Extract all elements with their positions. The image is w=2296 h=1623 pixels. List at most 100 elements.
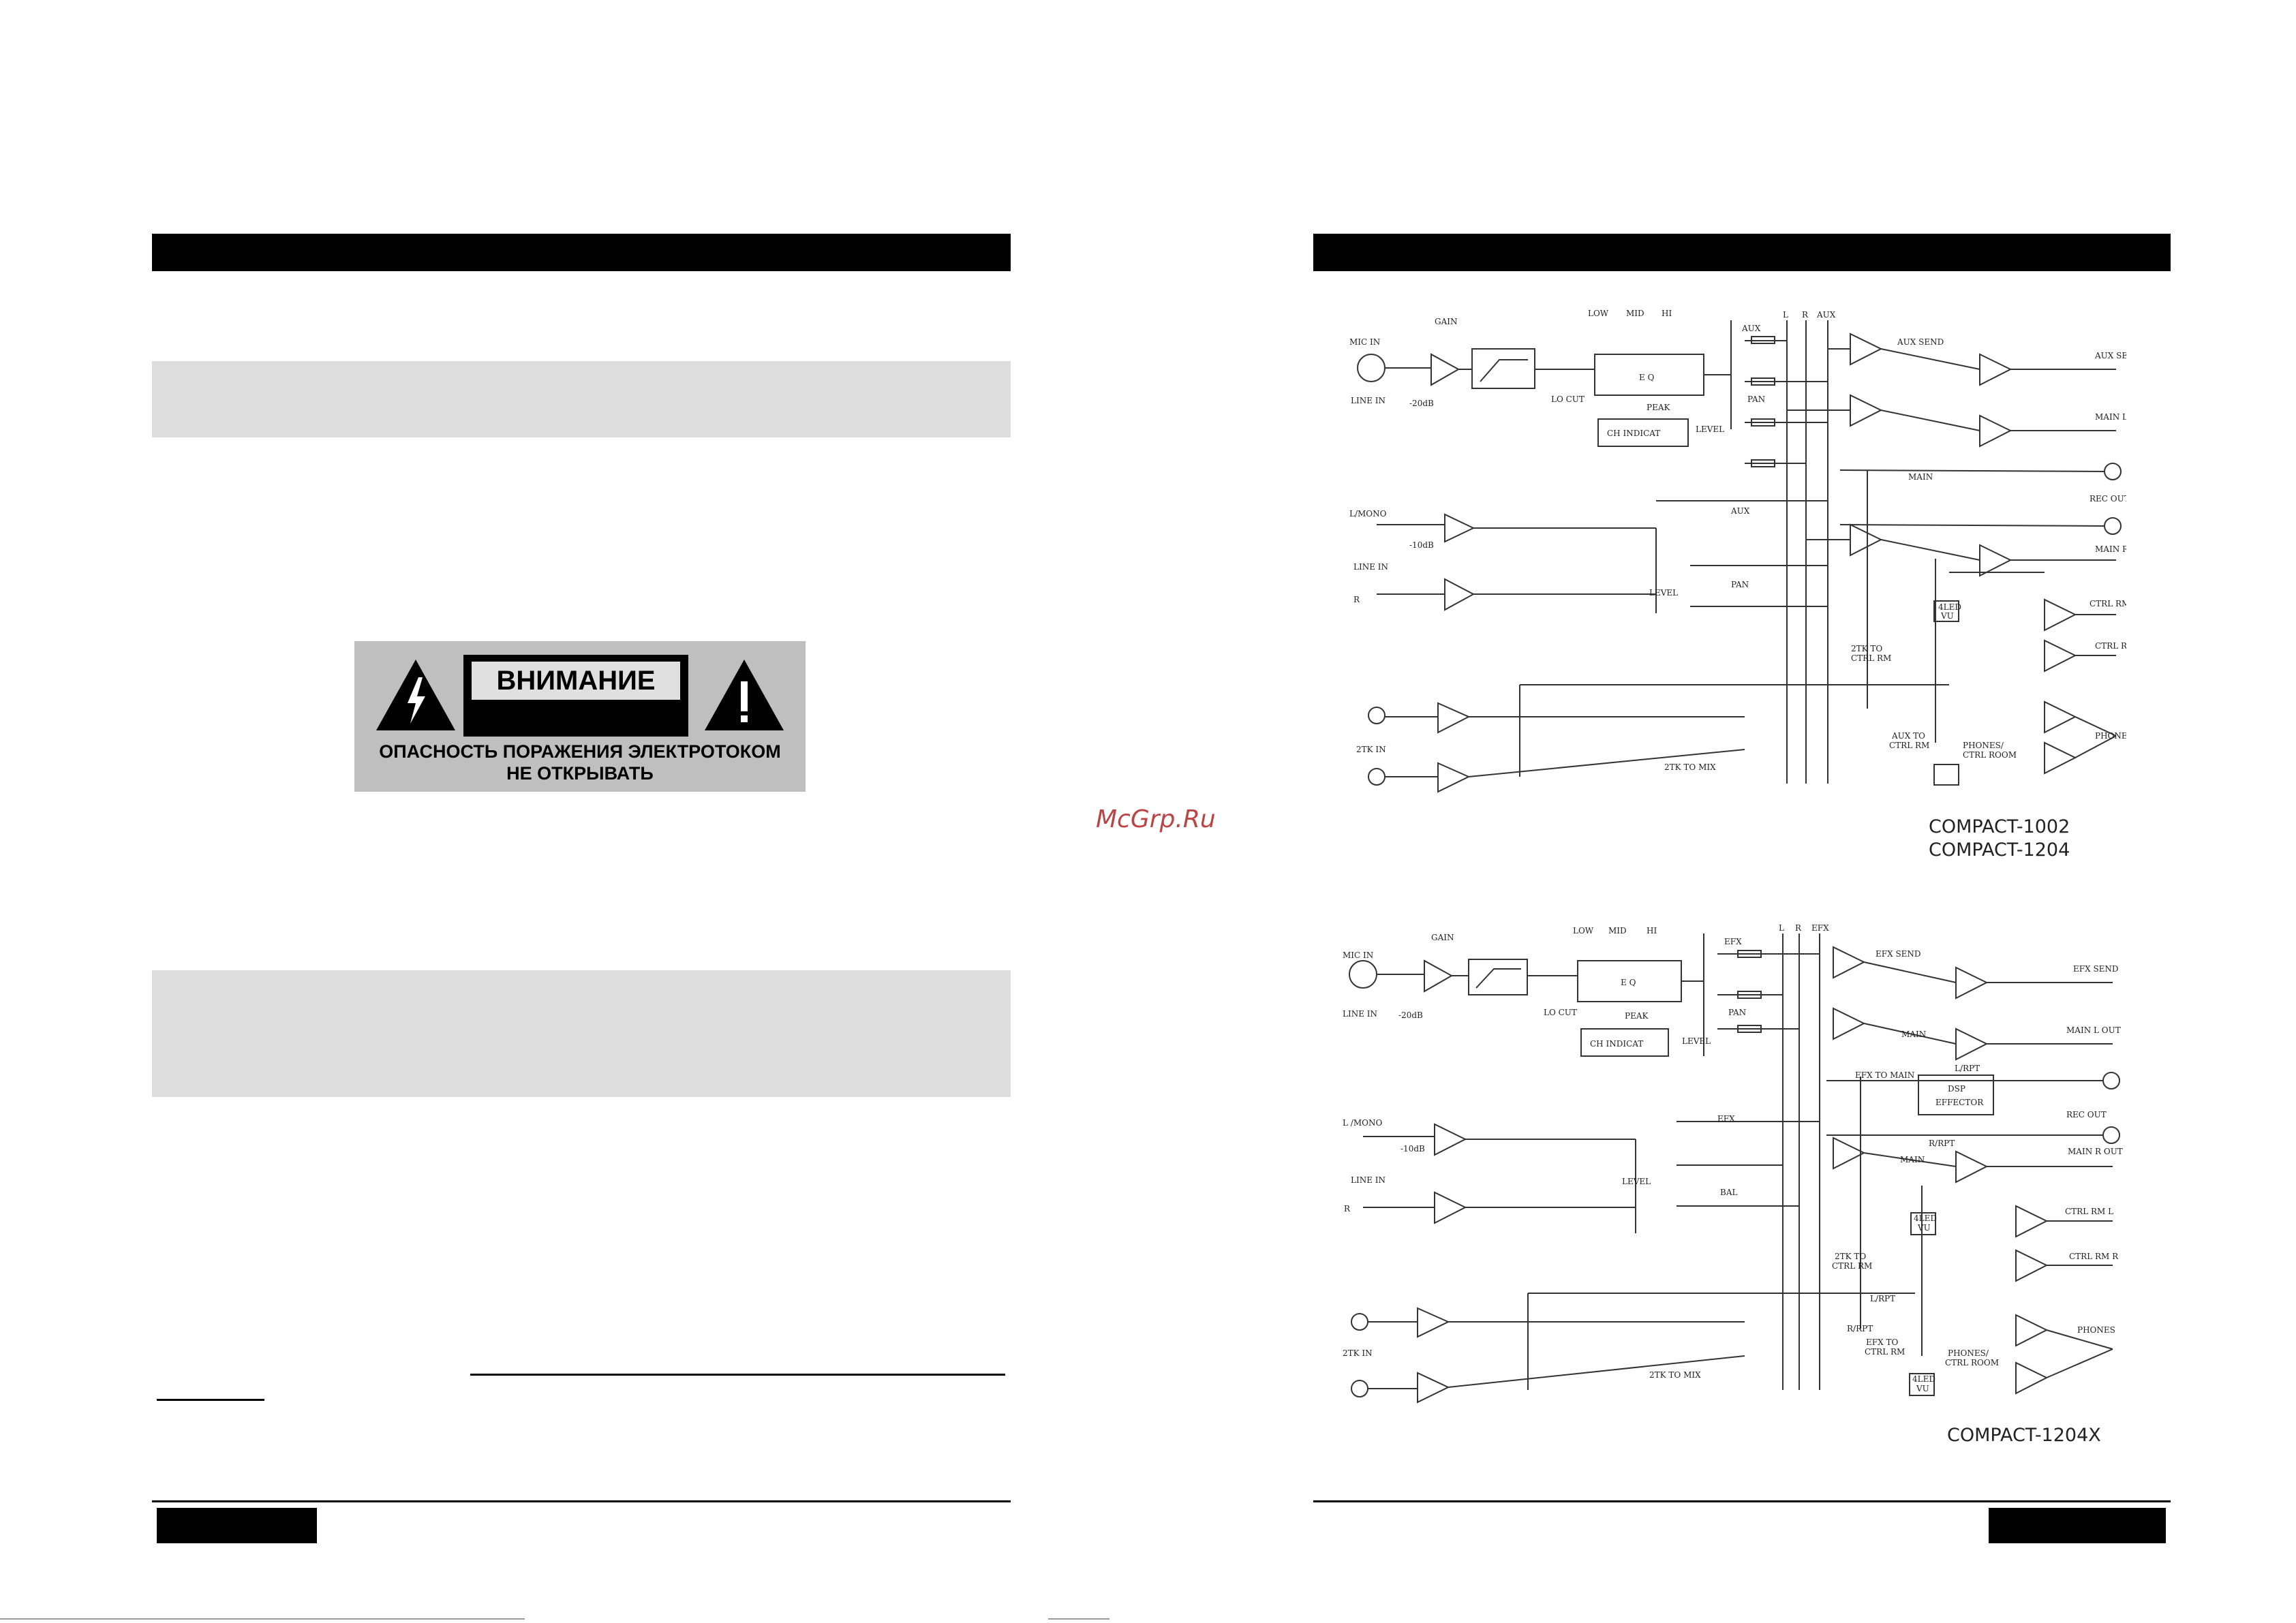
block-diagram-compact-1204x: MIC IN GAIN LINE IN -20dB LOW MID HI E Q…	[1343, 923, 2123, 1404]
d2-eq-label: E Q	[1621, 978, 1636, 987]
d1-lo-cut-label: LO CUT	[1551, 395, 1585, 404]
right-page-header-bar	[1313, 234, 2171, 271]
d2-level-label: LEVEL	[1682, 1036, 1711, 1046]
d2-model-1: COMPACT-1204X	[1947, 1425, 2101, 1446]
d1-rec-out-label: REC OUT	[2090, 494, 2126, 504]
d2-mic-in-label: MIC IN	[1343, 950, 1373, 960]
d2-low-label: LOW	[1573, 926, 1594, 936]
d1-hi-label: HI	[1662, 309, 1672, 318]
d2-r-in-label: R	[1344, 1204, 1351, 1214]
d2-main2-label: MAIN	[1900, 1155, 1925, 1164]
d1-ctrl-rm-label: CTRL RM	[1851, 653, 1891, 663]
d2-r-rpt-label: R/RPT	[1929, 1139, 1955, 1148]
right-footer-rule	[1313, 1500, 2171, 1502]
d1-ctrl-rm-l-label: CTRL RM L	[2090, 599, 2126, 608]
d2-ctrl-room-label: CTRL ROOM	[1945, 1358, 1999, 1367]
d2-efx2-label: EFX	[1717, 1114, 1735, 1124]
d2-ctrl-rm2-label: CTRL RM	[1865, 1347, 1905, 1357]
d1-2tk-to-mix-label: 2TK TO MIX	[1664, 762, 1716, 772]
d1-l-mono-label: L/MONO	[1349, 509, 1387, 519]
d2-vu2-label: VU	[1916, 1384, 1929, 1393]
d2-main-label: MAIN	[1901, 1030, 1926, 1039]
block-diagram-compact-1002-1204: MIC IN GAIN LINE IN -20dB LOW MID HI E Q…	[1349, 309, 2126, 793]
d2-efx-to-main-label: EFX TO MAIN	[1855, 1070, 1914, 1080]
d2-effector-label: EFFECTOR	[1935, 1098, 1984, 1107]
d2-line-in-label: LINE IN	[1343, 1009, 1377, 1019]
d2-4led2-label: 4LED	[1912, 1374, 1935, 1384]
d1-aux-send-label: AUX SEND	[1897, 337, 1944, 347]
d2-l-rpt2-label: L/RPT	[1870, 1294, 1895, 1303]
d2-ch-indicat-label: CH INDICAT	[1590, 1039, 1643, 1049]
d1-ctrl-rm2-label: CTRL RM	[1889, 741, 1929, 750]
d1-pan2-label: PAN	[1731, 580, 1749, 589]
d2-minus10-label: -10dB	[1400, 1144, 1425, 1154]
d1-aux-to-label: AUX TO	[1891, 731, 1925, 741]
warning-title-box: ВНИМАНИЕ	[463, 655, 688, 737]
d2-ctrl-rm-l-label: CTRL RM L	[2065, 1207, 2113, 1216]
d2-efx-send-label: EFX SEND	[1876, 949, 1921, 959]
d2-line-in2-label: LINE IN	[1351, 1175, 1386, 1185]
underline-rule-short	[157, 1399, 264, 1401]
d2-peak-label: PEAK	[1625, 1011, 1649, 1021]
d1-ctrl-rm-r-label: CTRL RM R	[2095, 641, 2126, 651]
left-gray-section-2	[152, 970, 1011, 1097]
d2-main-r-out-label: MAIN R OUT	[2068, 1147, 2123, 1156]
d2-level2-label: LEVEL	[1622, 1177, 1651, 1186]
d1-main-r-out-label: MAIN R OUT	[2095, 544, 2126, 554]
d2-lo-cut-label: LO CUT	[1544, 1008, 1577, 1017]
d1-vu-label: VU	[1940, 611, 1954, 621]
d2-r-label: R	[1795, 923, 1802, 933]
left-footer-rule	[152, 1500, 1011, 1502]
d2-rec-out-label: REC OUT	[2066, 1110, 2107, 1119]
d2-pan-label: PAN	[1728, 1008, 1746, 1017]
d2-efx-to-label: EFX TO	[1866, 1338, 1898, 1347]
d1-eq-label: E Q	[1639, 373, 1655, 382]
warning-line-1: ОПАСНОСТЬ ПОРАЖЕНИЯ ЭЛЕКТРОТОКОМ	[379, 741, 781, 762]
d1-level-label: LEVEL	[1696, 424, 1724, 434]
d1-ch-indicat-label: CH INDICAT	[1607, 429, 1660, 438]
d1-2tk-to-label: 2TK TO	[1851, 644, 1882, 653]
warning-title: ВНИМАНИЕ	[470, 660, 682, 701]
d2-2tk-in-label: 2TK IN	[1343, 1348, 1373, 1358]
d2-2tk-to-label: 2TK TO	[1835, 1252, 1866, 1261]
d1-minus10-label: -10dB	[1409, 540, 1434, 550]
d1-aux-send-out-label: AUX SEND	[2094, 351, 2126, 360]
watermark: McGrp.Ru	[1096, 805, 1216, 833]
d2-l-mono-label: L /MONO	[1343, 1118, 1382, 1128]
d1-aux-bus-label: AUX	[1816, 310, 1836, 320]
d1-gain-label: GAIN	[1435, 317, 1458, 326]
d2-2tk-to-mix-label: 2TK TO MIX	[1649, 1370, 1701, 1380]
d2-hi-label: HI	[1647, 926, 1657, 936]
d1-peak-label: PEAK	[1647, 403, 1671, 412]
right-page-number-box	[1989, 1508, 2166, 1543]
d1-model-1: COMPACT-1002	[1929, 816, 2070, 837]
d2-efx-bus-label: EFX	[1811, 923, 1829, 933]
underline-rule-long	[470, 1374, 1005, 1376]
warning-line-2: НЕ ОТКРЫВАТЬ	[506, 763, 654, 784]
d2-gain-label: GAIN	[1431, 933, 1454, 942]
d1-phones-label: PHONES	[2095, 731, 2126, 741]
d2-l-label: L	[1779, 923, 1784, 933]
d1-2tk-in-label: 2TK IN	[1356, 745, 1386, 754]
lightning-warning-icon	[376, 660, 455, 730]
d1-model-2: COMPACT-1204	[1929, 839, 2070, 861]
d1-aux2-label: AUX	[1730, 506, 1750, 516]
d2-l-rpt-label: L/RPT	[1955, 1064, 1980, 1073]
d2-phones-label: PHONES	[2077, 1325, 2115, 1335]
warning-label: ВНИМАНИЕ ОПАСНОСТЬ ПОРАЖЕНИЯ ЭЛЕКТРОТОКО…	[354, 641, 806, 792]
exclamation-warning-icon	[705, 660, 784, 730]
d1-pad-label: -20dB	[1409, 399, 1434, 408]
d1-line-in-label: LINE IN	[1351, 396, 1386, 405]
d1-aux-label: AUX	[1741, 324, 1761, 333]
d1-level2-label: LEVEL	[1649, 588, 1678, 598]
d1-r-label: R	[1802, 310, 1809, 320]
d1-4led-label: 4LED	[1938, 602, 1961, 612]
d2-bal-label: BAL	[1720, 1188, 1737, 1197]
d2-main-l-out-label: MAIN L OUT	[2066, 1025, 2121, 1035]
d2-vu-label: VU	[1917, 1223, 1931, 1233]
bottom-edge-line-left	[0, 1618, 525, 1620]
d2-mid-label: MID	[1608, 926, 1627, 936]
d1-pan-label: PAN	[1747, 395, 1765, 404]
d1-low-label: LOW	[1588, 309, 1609, 318]
d2-efx-label: EFX	[1724, 937, 1742, 946]
